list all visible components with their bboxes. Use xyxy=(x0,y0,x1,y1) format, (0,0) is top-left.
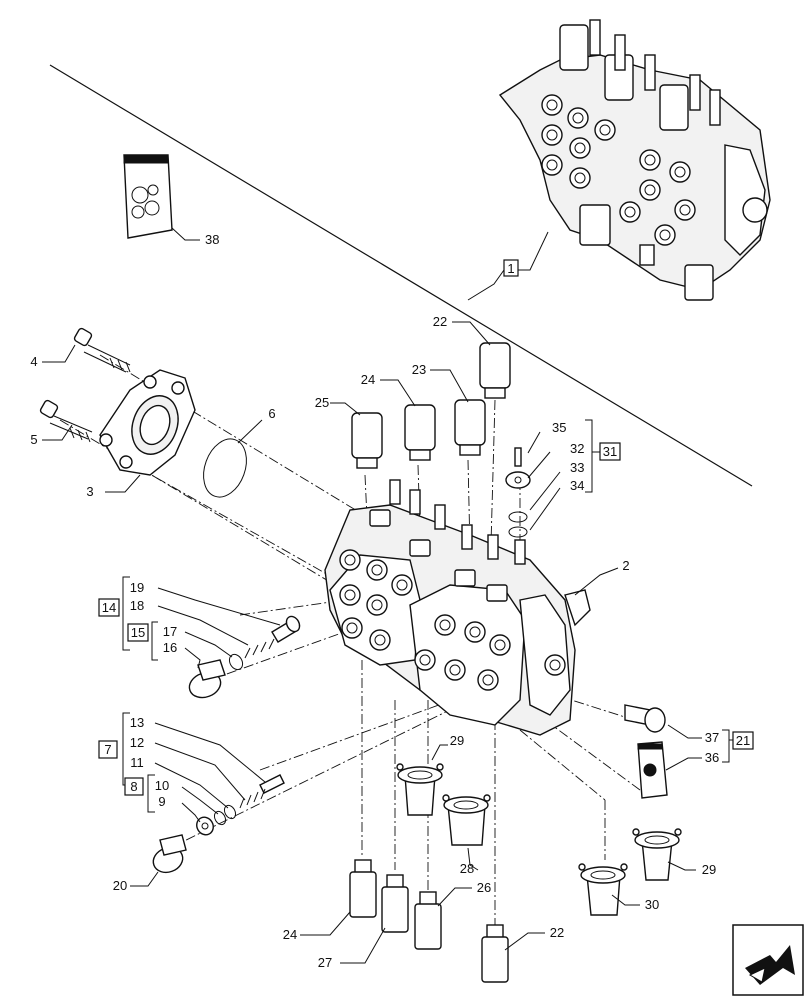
bolt-5 xyxy=(39,399,93,443)
callout-24-bottom: 24 xyxy=(283,927,297,942)
spool-13 xyxy=(259,774,285,794)
callout-30: 30 xyxy=(645,897,659,912)
cap-24-top xyxy=(404,404,436,461)
callout-22-bottom: 22 xyxy=(550,925,564,940)
callout-25: 25 xyxy=(315,395,329,410)
callout-15: 15 xyxy=(131,625,145,640)
seal-kit-36 xyxy=(637,741,668,799)
flange-3 xyxy=(99,369,196,476)
flange-cap-29-mid xyxy=(396,763,444,816)
callout-23: 23 xyxy=(412,362,426,377)
callout-22-top: 22 xyxy=(433,314,447,329)
cap-24-bottom xyxy=(349,859,377,918)
callout-7: 7 xyxy=(104,742,111,757)
plug-37 xyxy=(624,704,666,733)
callout-36: 36 xyxy=(705,750,719,765)
bolt-4 xyxy=(73,327,131,373)
o-ring-17 xyxy=(228,653,244,671)
cap-22-bottom xyxy=(481,924,509,983)
flange-cap-28 xyxy=(442,794,491,846)
callout-32: 32 xyxy=(570,441,584,456)
spring-18 xyxy=(244,638,275,659)
plug-16 xyxy=(188,659,226,699)
next-page-arrow-icon[interactable] xyxy=(732,924,804,996)
callout-12: 12 xyxy=(130,735,144,750)
callout-31: 31 xyxy=(603,444,617,459)
callout-5: 5 xyxy=(30,432,37,447)
cap-26 xyxy=(414,891,442,950)
cap-25 xyxy=(351,412,383,469)
callout-20: 20 xyxy=(113,878,127,893)
callout-11: 11 xyxy=(130,755,144,770)
spool-19 xyxy=(271,615,301,643)
spring-12 xyxy=(239,788,266,809)
callout-37: 37 xyxy=(705,730,719,745)
cap-22-top xyxy=(479,342,511,399)
callout-26: 26 xyxy=(477,880,491,895)
o-ring-11 xyxy=(223,804,237,820)
callout-10: 10 xyxy=(155,778,169,793)
callout-9: 9 xyxy=(158,794,165,809)
callout-4: 4 xyxy=(30,354,37,369)
seal-kit-bag-icon xyxy=(123,154,173,239)
plug-20 xyxy=(152,834,187,874)
o-ring-6 xyxy=(203,438,247,498)
callout-34: 34 xyxy=(570,478,584,493)
callout-8: 8 xyxy=(130,779,137,794)
callout-14: 14 xyxy=(102,600,116,615)
callout-3: 3 xyxy=(86,484,93,499)
flange-cap-29-right xyxy=(632,828,682,881)
cap-23 xyxy=(454,399,486,456)
callout-19: 19 xyxy=(130,580,144,595)
callout-13: 13 xyxy=(130,715,144,730)
washer-9 xyxy=(196,816,214,836)
callout-28: 28 xyxy=(460,861,474,876)
callout-33: 33 xyxy=(570,460,584,475)
callout-18: 18 xyxy=(130,598,144,613)
callout-6: 6 xyxy=(268,406,275,421)
cap-27 xyxy=(381,874,409,933)
assembled-valve-illustration xyxy=(498,19,771,301)
callout-27: 27 xyxy=(318,955,332,970)
callout-29-right: 29 xyxy=(702,862,716,877)
plate-32 xyxy=(505,447,531,538)
callout-29-mid: 29 xyxy=(450,733,464,748)
callout-35: 35 xyxy=(552,420,566,435)
valve-body-2 xyxy=(324,479,591,736)
callout-24-top: 24 xyxy=(361,372,375,387)
callout-2: 2 xyxy=(622,558,629,573)
o-ring-10 xyxy=(213,810,227,826)
flange-cap-30 xyxy=(578,863,628,916)
separator-line xyxy=(49,64,753,487)
callout-1: 1 xyxy=(507,261,514,276)
callout-38: 38 xyxy=(205,232,219,247)
callout-21: 21 xyxy=(736,733,750,748)
callout-16: 16 xyxy=(163,640,177,655)
callout-17: 17 xyxy=(163,624,177,639)
